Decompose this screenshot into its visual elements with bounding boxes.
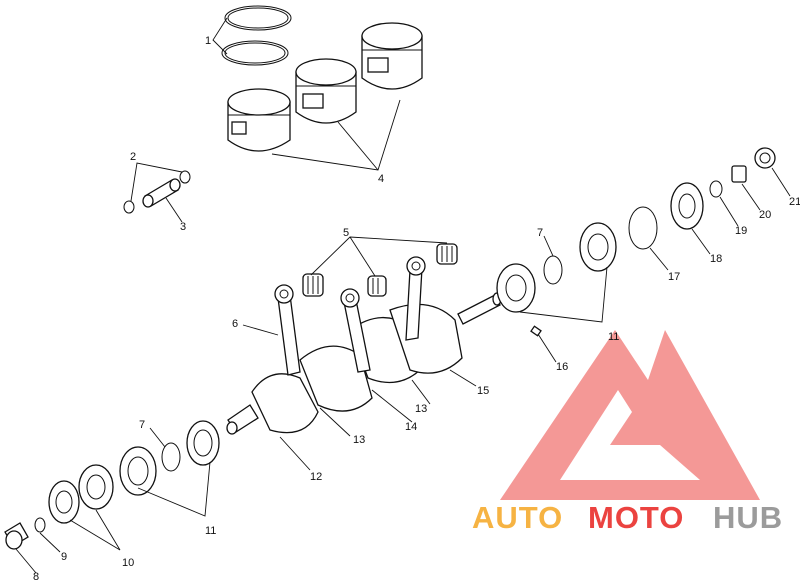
callout-20: 20	[759, 209, 771, 221]
callout-21: 21	[789, 196, 800, 208]
callout-11-right: 11	[608, 331, 619, 343]
callout-15: 15	[477, 385, 489, 397]
logo-text-hub: HUB	[713, 500, 783, 535]
wrist-pin-assembly	[123, 170, 191, 214]
piston-rings	[221, 5, 292, 66]
callout-3: 3	[180, 221, 186, 233]
callout-12: 12	[310, 471, 322, 483]
logo-text-auto: AUTO	[472, 500, 563, 535]
callout-6: 6	[232, 318, 238, 330]
callout-17: 17	[668, 271, 680, 283]
logo-text-moto: MOTO	[588, 500, 684, 535]
callout-13-upper: 13	[415, 403, 427, 415]
piston-left	[227, 88, 291, 152]
callout-7-right: 7	[537, 227, 543, 239]
callout-13-lower: 13	[353, 434, 365, 446]
callout-labels: 1 2 3 4 5 6 7 7 8 9 10 11 11 12 13 13 14…	[33, 35, 800, 580]
leader-lines	[15, 17, 791, 574]
callout-7-left: 7	[139, 419, 145, 431]
callout-14: 14	[405, 421, 417, 433]
logo-triangle-mark	[500, 330, 760, 500]
callout-8: 8	[33, 571, 39, 580]
piston-right	[361, 22, 423, 90]
callout-5: 5	[343, 227, 349, 239]
right-bearings-seals	[496, 147, 776, 337]
callout-19: 19	[735, 225, 747, 237]
callout-10: 10	[122, 557, 134, 569]
crankshaft-assembly	[226, 256, 502, 435]
automotohub-logo: AUTO MOTO HUB	[472, 330, 783, 535]
callout-1: 1	[205, 35, 211, 47]
callout-4: 4	[378, 173, 384, 185]
callout-9: 9	[61, 551, 67, 563]
callout-16: 16	[556, 361, 568, 373]
pistons	[227, 22, 423, 152]
callout-11-left: 11	[205, 525, 216, 537]
callout-2: 2	[130, 151, 136, 163]
piston-middle	[295, 58, 357, 124]
needle-bearings	[302, 243, 458, 297]
callout-18: 18	[710, 253, 722, 265]
left-bearings-seals	[4, 420, 220, 550]
